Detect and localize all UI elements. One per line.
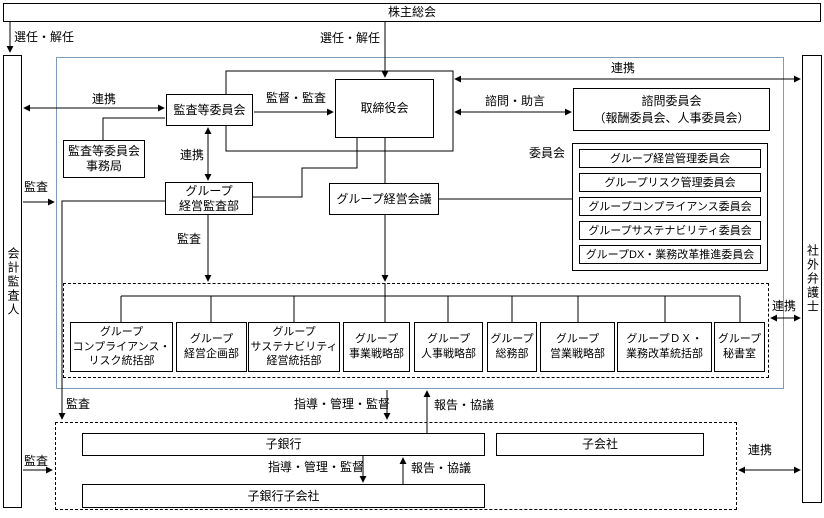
accounting-auditor-label: 会計監査人 (6, 246, 20, 317)
committee-item-management: グループ経営管理委員会 (579, 149, 761, 168)
dept-business-strategy-box: グループ 事業戦略部 (343, 322, 410, 372)
advisory-committee-box: 諮問委員会 （報酬委員会、人事委員会） (573, 88, 770, 131)
shareholders-meeting-label: 株主総会 (387, 5, 436, 19)
accounting-auditor-bar: 会計監査人 (3, 55, 22, 508)
dept-corporate-planning-box: グループ 経営企画部 (176, 322, 247, 372)
label-cooperation-bottom-right: 連携 (748, 443, 773, 457)
label-guidance-holding: 指導・管理・監督 (294, 397, 391, 411)
subsidiaries-dashed-frame (55, 422, 737, 510)
outside-lawyer-label: 社外弁護士 (805, 244, 820, 314)
group-management-council-box: グループ経営会議 (329, 183, 439, 215)
committee-item-sustainability: グループサステナビリティ委員会 (579, 221, 761, 240)
dept-general-affairs-box: グループ 総務部 (487, 322, 537, 372)
shareholders-meeting-box: 株主総会 (3, 3, 821, 22)
label-cooperation-mid-right: 連携 (772, 299, 797, 313)
advisory-committee-label: 諮問委員会 （報酬委員会、人事委員会） (593, 93, 750, 125)
audit-committee-label: 監査等委員会 (173, 102, 246, 117)
group-audit-dept-box: グループ 経営監査部 (165, 182, 253, 215)
subsidiary-box: 子会社 (496, 433, 704, 456)
label-audit-subbank: 監査 (66, 397, 91, 411)
audit-committee-box: 監査等委員会 (166, 94, 253, 126)
dept-secretariat-box: グループ 秘書室 (714, 322, 765, 372)
group-management-council-label: グループ経営会議 (336, 191, 432, 206)
committees-caption: 委員会 (529, 146, 566, 160)
audit-committee-office-label: 監査等委員会 事務局 (67, 144, 140, 173)
label-report-subbank: 報告・協議 (411, 461, 472, 475)
label-audit-auditor-holding: 監査 (24, 180, 49, 194)
holding-company-frame (56, 57, 784, 389)
label-cooperation-top-right: 連携 (611, 61, 636, 75)
dept-sales-strategy-box: グループ 営業戦略部 (540, 322, 615, 372)
committee-item-dx: グループDX・業務改革推進委員会 (579, 245, 761, 264)
sub-bank-subsidiary-box: 子銀行子会社 (82, 484, 485, 508)
label-guidance-subbank: 指導・管理・監督 (268, 460, 365, 474)
dept-hr-strategy-box: グループ 人事戦略部 (414, 322, 483, 372)
board-of-directors-box: 取締役会 (335, 79, 434, 138)
committee-item-risk: グループリスク管理委員会 (579, 173, 761, 192)
board-of-directors-label: 取締役会 (360, 101, 409, 115)
label-appointment-left: 選任・解任 (14, 30, 75, 44)
label-appointment-center: 選任・解任 (320, 31, 381, 45)
group-audit-dept-label: グループ 経営監査部 (178, 183, 239, 213)
label-cooperation-vertical: 連携 (180, 148, 205, 162)
label-consultation-advice: 諮問・助言 (485, 94, 546, 108)
dept-compliance-risk-box: グループ コンプライアンス・ リスク統括部 (70, 322, 173, 372)
audit-committee-office-box: 監査等委員会 事務局 (63, 140, 145, 178)
label-report-holding: 報告・協議 (434, 398, 495, 412)
sub-bank-box: 子銀行 (82, 433, 485, 456)
label-audit-departments: 監査 (177, 232, 202, 246)
outside-lawyer-bar: 社外弁護士 (802, 55, 822, 503)
label-supervision-audit: 監督・監査 (266, 91, 327, 105)
committee-item-compliance: グループコンプライアンス委員会 (579, 197, 761, 216)
dept-dx-reform-box: グループＤＸ・ 業務改革統括部 (617, 322, 712, 372)
label-audit-auditor-subbank: 監査 (24, 454, 49, 468)
dept-sustainability-box: グループ サステナビリティ 経営統括部 (248, 322, 340, 372)
label-cooperation-auditor: 連携 (92, 92, 117, 106)
